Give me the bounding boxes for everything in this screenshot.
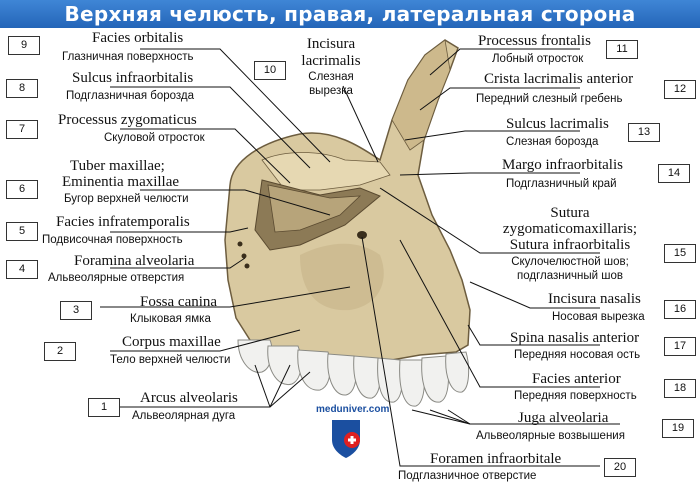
- label-4-russian: Альвеолярные отверстия: [48, 272, 185, 284]
- label-4-latin: Foramina alveolaria: [74, 253, 195, 269]
- label-number-14: 14: [658, 164, 690, 183]
- label-6-russian: Бугор верхней челюсти: [64, 193, 189, 205]
- label-12-latin: Crista lacrimalis anterior: [484, 71, 634, 87]
- title-bar: [0, 0, 700, 28]
- label-13-russian: Слезная борозда: [506, 136, 599, 148]
- label-14-latin: Margo infraorbitalis: [502, 157, 623, 173]
- label-7-latin: Processus zygomaticus: [58, 112, 197, 128]
- label-10-russian: Слезная: [308, 71, 354, 83]
- label-5-russian: Подвисочная поверхность: [42, 234, 183, 246]
- label-6-latin-line2: Eminentia maxillae: [62, 174, 180, 190]
- watermark-text: meduniver.com: [316, 404, 390, 415]
- label-10-latin: Incisura: [306, 36, 356, 52]
- logo-icon: [332, 420, 360, 458]
- label-number-18: 18: [664, 379, 696, 398]
- label-15-latin: Sutura: [550, 205, 590, 221]
- label-10-russian-line2: вырезка: [309, 85, 353, 97]
- label-15-russian: Скулочелюстной шов;: [511, 256, 629, 268]
- diagram-title: Верхняя челюсть, правая, латеральная сто…: [64, 2, 636, 26]
- zygomatic-surface: [267, 184, 362, 233]
- label-number-7: 7: [6, 120, 38, 139]
- label-number-10: 10: [254, 61, 286, 80]
- label-number-6: 6: [6, 180, 38, 199]
- label-15-russian-line2: подглазничный шов: [516, 270, 623, 282]
- foramen-infraorbitale-shape: [357, 231, 367, 239]
- label-1-russian: Альвеолярная дуга: [132, 410, 236, 422]
- label-number-11: 11: [606, 40, 638, 59]
- label-18-russian: Передняя поверхность: [514, 390, 637, 402]
- label-17-russian: Передняя носовая ость: [514, 349, 641, 361]
- label-number-2: 2: [44, 342, 76, 361]
- fossa-canina-shade: [300, 243, 384, 311]
- label-number-13: 13: [628, 123, 660, 142]
- label-number-8: 8: [6, 79, 38, 98]
- label-15-latin-line3: Sutura infraorbitalis: [509, 237, 631, 253]
- facies-orbitalis-shade: [261, 152, 391, 191]
- label-7-russian: Скуловой отросток: [104, 132, 205, 144]
- label-5-latin: Facies infratemporalis: [56, 214, 190, 230]
- label-number-19: 19: [662, 419, 694, 438]
- label-19-latin: Juga alveolaria: [518, 410, 609, 426]
- label-18-latin: Facies anterior: [532, 371, 621, 387]
- label-2-latin: Corpus maxillae: [122, 334, 221, 350]
- label-6-latin: Tuber maxillae;: [70, 158, 165, 174]
- label-1-latin: Arcus alveolaris: [140, 390, 238, 406]
- label-3-latin: Fossa canina: [140, 294, 218, 310]
- label-20-russian: Подглазничное отверстие: [398, 470, 537, 482]
- label-9-russian: Глазничная поверхность: [62, 51, 194, 63]
- label-19-russian: Альвеолярные возвышения: [476, 430, 625, 442]
- teeth: [237, 339, 470, 407]
- label-number-12: 12: [664, 80, 696, 99]
- label-3-russian: Клыковая ямка: [130, 313, 211, 325]
- label-9-latin: Facies orbitalis: [92, 30, 184, 46]
- label-14-russian: Подглазничный край: [506, 178, 617, 190]
- label-11-latin: Processus frontalis: [478, 33, 591, 49]
- processus-frontalis-shade: [391, 39, 451, 151]
- label-number-17: 17: [664, 337, 696, 356]
- leader-lines: [100, 48, 620, 467]
- label-13-latin: Sulcus lacrimalis: [506, 116, 609, 132]
- label-2-russian: Тело верхней челюсти: [110, 354, 231, 366]
- label-number-1: 1: [88, 398, 120, 417]
- label-number-5: 5: [6, 222, 38, 241]
- label-11-russian: Лобный отросток: [492, 53, 584, 65]
- label-8-russian: Подглазничная борозда: [66, 90, 195, 102]
- label-8-latin: Sulcus infraorbitalis: [72, 70, 194, 86]
- label-number-20: 20: [604, 458, 636, 477]
- label-number-3: 3: [60, 301, 92, 320]
- label-number-4: 4: [6, 260, 38, 279]
- label-16-latin: Incisura nasalis: [548, 291, 641, 307]
- label-17-latin: Spina nasalis anterior: [510, 330, 640, 346]
- label-20-latin: Foramen infraorbitale: [430, 451, 562, 467]
- label-10-latin-line2: lacrimalis: [301, 53, 361, 69]
- label-16-russian: Носовая вырезка: [552, 311, 645, 323]
- label-15-latin-line2: zygomaticomaxillaris;: [502, 221, 638, 237]
- label-number-15: 15: [664, 244, 696, 263]
- label-12-russian: Передний слезный гребень: [476, 93, 623, 105]
- label-number-9: 9: [8, 36, 40, 55]
- label-number-16: 16: [664, 300, 696, 319]
